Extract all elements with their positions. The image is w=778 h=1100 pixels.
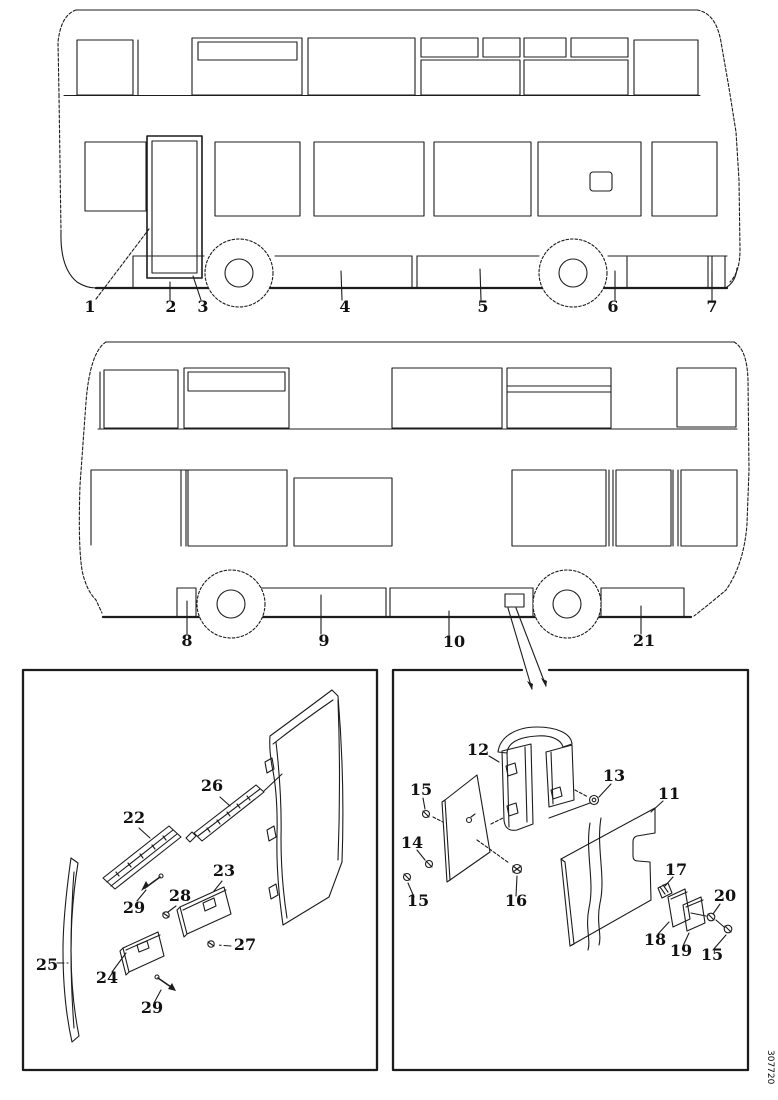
callout-9: 9 — [318, 631, 329, 650]
callout-15a: 15 — [410, 780, 432, 799]
callout-8: 8 — [181, 631, 192, 650]
sliding-vent-window — [197, 41, 298, 61]
entrance-door — [146, 135, 203, 279]
callout-14: 14 — [401, 833, 423, 852]
callout-15c: 15 — [701, 945, 723, 964]
callout-15b: 15 — [407, 891, 429, 910]
callout-19: 19 — [670, 941, 692, 960]
moulding-22 — [102, 825, 182, 890]
side-view-offside: 8 9 10 21 — [78, 341, 750, 690]
bracket-17 — [657, 882, 673, 899]
assembly-guides — [432, 789, 589, 864]
plate-23 — [176, 886, 232, 938]
mounting-plate — [441, 774, 491, 883]
callout-12: 12 — [467, 740, 489, 759]
wheels-nearside — [204, 238, 608, 308]
corner-strip-25 — [62, 857, 80, 1043]
callout-11: 11 — [658, 784, 680, 803]
callout-28: 28 — [169, 886, 191, 905]
inset-right-filler: 11 12 13 14 15 15 15 16 17 18 19 20 — [391, 668, 750, 1072]
callout-4: 4 — [339, 297, 350, 316]
callout-13: 13 — [603, 766, 625, 785]
plate-18 — [667, 888, 691, 928]
callout-26: 26 — [201, 776, 223, 795]
callout-16: 16 — [505, 891, 527, 910]
skirt-panels-nearside — [132, 255, 728, 288]
screw-28 — [162, 911, 170, 919]
drawing-code: 307720 — [765, 1050, 775, 1085]
callout-2: 2 — [165, 297, 176, 316]
callout-22: 22 — [123, 808, 145, 827]
moulding-26 — [185, 773, 283, 843]
inset-left-mouldings: 22 23 24 25 26 27 28 29 29 — [21, 668, 379, 1072]
screw-29-upper — [141, 873, 164, 891]
screw-16 — [511, 863, 523, 875]
callout-24: 24 — [96, 968, 118, 987]
callout-18: 18 — [644, 930, 666, 949]
upper-deck-windows — [63, 37, 701, 97]
callout-29b: 29 — [141, 998, 163, 1017]
lower-deck-windows-offside — [90, 469, 738, 547]
wheelarch-side-panel — [264, 689, 344, 926]
filler-flap-offside — [504, 593, 525, 608]
lower-deck-windows — [84, 141, 718, 217]
screw-15-upper — [421, 809, 431, 819]
sliding-vent-window-offside — [187, 371, 286, 392]
callout-27: 27 — [234, 935, 256, 954]
side-panel-11 — [560, 807, 656, 951]
callout-21: 21 — [633, 631, 655, 650]
detail-leader-lines — [507, 607, 547, 690]
callout-29a: 29 — [123, 898, 145, 917]
body-outline — [57, 9, 741, 290]
screw-15-right — [690, 912, 733, 934]
plate-24 — [119, 931, 165, 976]
clip-13 — [548, 794, 600, 819]
callout-25: 25 — [36, 955, 58, 974]
screw-29-lower — [154, 974, 176, 991]
plate-19 — [682, 896, 706, 932]
screw-14 — [424, 859, 434, 869]
callout-7: 7 — [706, 297, 717, 316]
screw-27 — [207, 940, 215, 948]
callout-3: 3 — [197, 297, 208, 316]
callout-1: 1 — [84, 297, 95, 316]
callout-20: 20 — [714, 886, 736, 905]
callout-5: 5 — [477, 297, 488, 316]
screw-15-lower — [402, 872, 412, 882]
screw-20 — [706, 912, 716, 922]
callouts-view1: 1 2 3 4 5 6 7 — [84, 228, 718, 316]
callouts-inset-left: 22 23 24 25 26 27 28 29 29 — [36, 776, 256, 1017]
callout-6: 6 — [607, 297, 618, 316]
callout-17: 17 — [665, 860, 687, 879]
side-view-nearside: 1 2 3 4 5 6 7 — [57, 9, 741, 316]
callouts-inset-right: 11 12 13 14 15 15 15 16 17 18 19 20 — [401, 740, 736, 964]
inset-right-frame — [391, 668, 750, 1072]
upper-deck-windows-offside — [97, 367, 738, 430]
wheels-offside — [196, 569, 602, 639]
callout-10: 10 — [443, 632, 465, 651]
filler-flap-nearside — [589, 171, 613, 192]
callout-23: 23 — [213, 861, 235, 880]
callouts-view2: 8 9 10 21 — [181, 594, 655, 651]
body-outline-offside — [78, 341, 750, 619]
filler-housing-12 — [497, 726, 575, 831]
inset-left-frame — [21, 668, 379, 1072]
